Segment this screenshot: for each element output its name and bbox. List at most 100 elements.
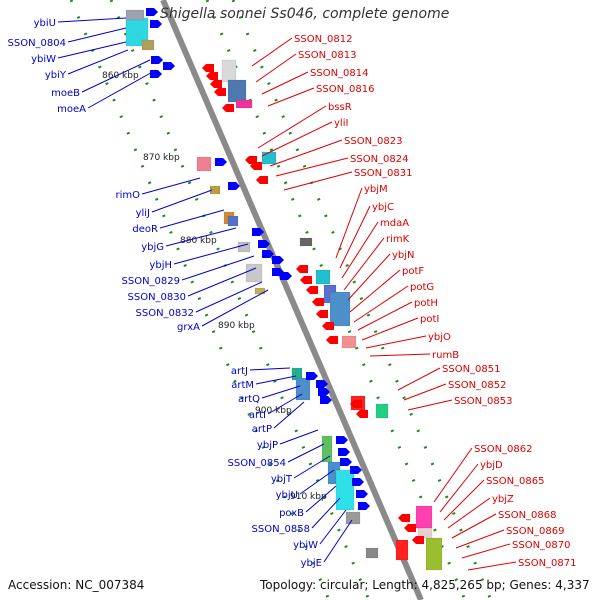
gene-arrow <box>404 524 416 532</box>
gene-label-right: rimK <box>386 234 410 245</box>
gene-leader-line <box>273 401 305 429</box>
gene-label-left: ybiW <box>31 54 56 65</box>
gene-leader-line <box>181 255 255 281</box>
gene-arrow <box>352 478 364 486</box>
gene-arrow <box>320 396 332 404</box>
accession-text: Accession: NC_007384 <box>8 578 145 592</box>
gene-block <box>235 99 253 109</box>
gene-block <box>295 377 311 401</box>
gene-leader-line <box>87 69 157 109</box>
gene-label-left: artM <box>231 380 254 391</box>
gene-arrow <box>222 104 234 112</box>
scale-tick-line <box>109 0 371 600</box>
gene-block <box>209 185 221 195</box>
scale-tick-line <box>69 0 331 600</box>
gene-label-right: bssR <box>328 102 352 113</box>
gene-leader-line <box>165 227 237 247</box>
gene-arrow <box>312 298 324 306</box>
gene-label-right: SSON_0823 <box>344 136 403 147</box>
gene-leader-line <box>195 281 263 313</box>
gene-leader-line <box>283 171 353 191</box>
gene-block <box>415 505 433 529</box>
gene-leader-line <box>67 27 127 43</box>
gene-label-right: yliI <box>334 118 348 129</box>
gene-block <box>425 537 443 571</box>
gene-block <box>329 291 351 327</box>
gene-arrow <box>296 265 308 273</box>
gene-arrow <box>150 70 162 78</box>
gene-label-right: SSON_0824 <box>350 154 409 165</box>
gene-label-right: potI <box>420 314 439 325</box>
gene-leader-line <box>67 49 129 75</box>
gene-leader-line <box>403 383 447 401</box>
gene-label-left: SSON_0830 <box>128 292 187 303</box>
gene-leader-line <box>257 105 327 149</box>
gene-arrow <box>326 336 338 344</box>
kbp-tick-label: 890 kbp <box>218 321 255 331</box>
gene-leader-line <box>369 353 431 357</box>
gene-label-left: artP <box>252 424 272 435</box>
gene-label-right: SSON_0813 <box>298 50 357 61</box>
gene-label-right: potH <box>414 298 438 309</box>
gene-leader-line <box>305 485 337 513</box>
gene-label-left: ybjE <box>301 558 322 569</box>
gene-arrow <box>340 458 352 466</box>
gene-block <box>417 527 433 539</box>
gene-arrow <box>206 72 218 80</box>
gene-leader-line <box>261 121 333 157</box>
gene-leader-line <box>81 59 151 93</box>
gene-label-left: ybiY <box>45 70 67 81</box>
gene-arrow <box>358 502 370 510</box>
gene-arrow <box>412 536 424 544</box>
gene-block <box>141 39 155 51</box>
genome-title: Shigella sonnei Ss046, complete genome <box>160 6 450 22</box>
gene-label-right: rumB <box>432 350 459 361</box>
gene-label-left: SSON_0804 <box>8 38 67 49</box>
gene-leader-line <box>365 335 427 349</box>
gene-arrow <box>306 286 318 294</box>
gene-block <box>227 79 247 103</box>
gene-arrow <box>151 56 163 64</box>
gene-label-left: SSON_0829 <box>122 276 181 287</box>
gene-leader-line <box>293 455 331 479</box>
gene-leader-line <box>255 53 297 83</box>
gene-label-right: SSON_0862 <box>474 444 533 455</box>
gene-label-right: ybjN <box>392 250 415 261</box>
gene-arrow <box>306 372 318 380</box>
gene-block <box>315 269 331 285</box>
gene-arrow <box>272 256 284 264</box>
gene-label-left: ybjG <box>141 242 164 253</box>
gene-label-right: SSON_0868 <box>498 510 557 521</box>
kbp-tick-label: 860 kbp <box>102 71 139 81</box>
gene-block <box>261 151 277 165</box>
gene-block <box>245 263 263 283</box>
gene-leader-line <box>319 509 347 545</box>
gene-label-right: SSON_0851 <box>442 364 501 375</box>
gene-block <box>335 469 355 511</box>
gene-leader-line <box>443 479 485 521</box>
gene-leader-line <box>275 157 349 177</box>
genome-backbone <box>160 0 424 600</box>
gene-leader-line <box>187 267 257 297</box>
gene-leader-line <box>467 561 517 571</box>
gene-label-right: SSON_0814 <box>310 68 369 79</box>
gene-arrow <box>300 276 312 284</box>
gene-label-left: ybjH <box>149 260 172 271</box>
gene-block <box>221 59 237 83</box>
gene-arrow <box>318 388 330 396</box>
gene-leader-line <box>353 285 409 323</box>
gene-block <box>299 237 313 247</box>
gene-label-left: artI <box>249 410 266 421</box>
gene-arrow <box>316 310 328 318</box>
gene-leader-line <box>343 237 385 291</box>
gene-leader-line <box>57 41 127 59</box>
gene-label-right: SSON_0865 <box>486 476 545 487</box>
gene-label-right: potG <box>410 282 434 293</box>
gene-arrow <box>250 162 262 170</box>
gene-label-right: ybjC <box>372 202 394 213</box>
gene-leader-line <box>261 385 301 399</box>
gene-label-right: ybjD <box>480 460 503 471</box>
gene-arrow <box>322 322 334 330</box>
gene-label-right: SSON_0852 <box>448 380 507 391</box>
